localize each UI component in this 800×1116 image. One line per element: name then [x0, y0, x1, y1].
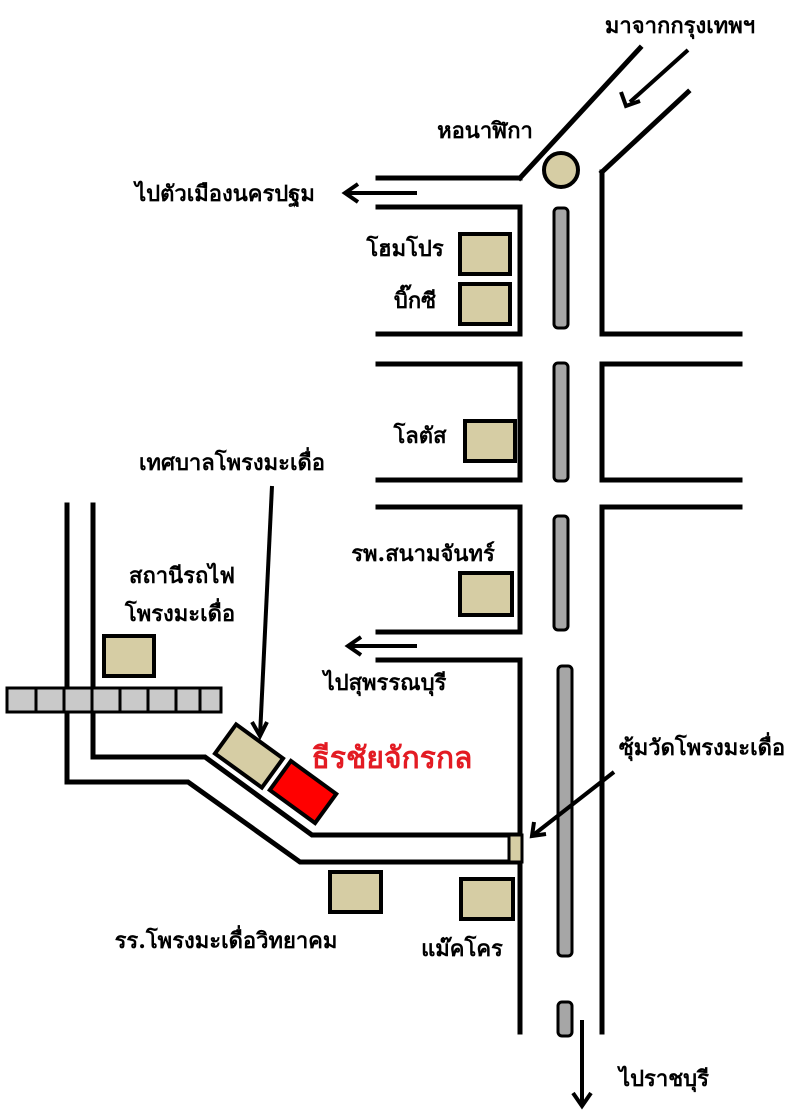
label-to-nakhon-pathom: ไปตัวเมืองนครปฐม [133, 180, 315, 208]
temple-arch-marker [507, 833, 524, 864]
railway-track-icon [5, 686, 223, 714]
label-municipality: เทศบาลโพรงมะเดื่อ [139, 446, 325, 476]
station-building [102, 634, 156, 678]
label-station-line2: โพรงมะเดื่อ [124, 597, 235, 627]
label-to-ratchaburi: ไปราชบุรี [617, 1065, 709, 1093]
label-school: รร.โพรงมะเดื่อวิทยาคม [115, 924, 338, 954]
arrow-head [619, 91, 641, 109]
label-to-suphanburi: ไปสุพรรณบุรี [322, 669, 447, 697]
makro-building [459, 877, 515, 921]
main-road-medians [552, 206, 574, 1038]
median [552, 206, 570, 330]
arrow-head [341, 182, 360, 204]
label-target: ธีรชัยจักรกล [312, 741, 473, 776]
arrow-arch-pointer [530, 770, 616, 838]
label-makro: แม๊คโคร [421, 935, 503, 962]
label-from-bangkok: มาจากกรุงเทพฯ [605, 13, 755, 40]
median [552, 514, 570, 632]
buildings [102, 232, 524, 921]
hospital-building [458, 571, 514, 617]
label-big-c: บิ๊กซี [394, 284, 436, 314]
highway-ne-left-edge [516, 44, 644, 182]
arrow-from-bangkok [628, 48, 690, 104]
median [552, 361, 570, 483]
arrow-head [529, 821, 547, 839]
arrow-municipality-pointer [258, 485, 274, 737]
median [556, 1000, 574, 1038]
big-c-building [458, 282, 512, 326]
label-lotus: โลตัส [392, 422, 447, 449]
homepro-building [458, 232, 512, 276]
arrow-head [571, 1091, 593, 1110]
target-building [266, 758, 340, 826]
roundabout-circle-icon [542, 151, 580, 189]
label-homepro: โฮมโปร [365, 235, 444, 262]
direction-arrow-icon [250, 48, 690, 1110]
lotus-building [463, 419, 517, 463]
school-building [328, 870, 383, 914]
highway-ne-right-edge [598, 88, 692, 176]
railway-track [5, 686, 223, 714]
map-labels: มาจากกรุงเทพฯ หอนาฬิกา ไปตัวเมืองนครปฐม … [115, 13, 786, 1093]
road-network [64, 44, 743, 1035]
municipality-building [212, 721, 286, 791]
label-hospital: รพ.สนามจันทร์ [351, 541, 495, 567]
arrow-head [344, 635, 363, 657]
label-station-line1: สถานีรถไฟ [129, 562, 235, 589]
label-clock-tower: หอนาฬิกา [437, 118, 533, 144]
arrow-head [250, 721, 269, 741]
label-temple-arch: ซุ้มวัดโพรงมะเดื่อ [619, 731, 785, 762]
phong-maduea-road-north-edge [90, 502, 523, 838]
